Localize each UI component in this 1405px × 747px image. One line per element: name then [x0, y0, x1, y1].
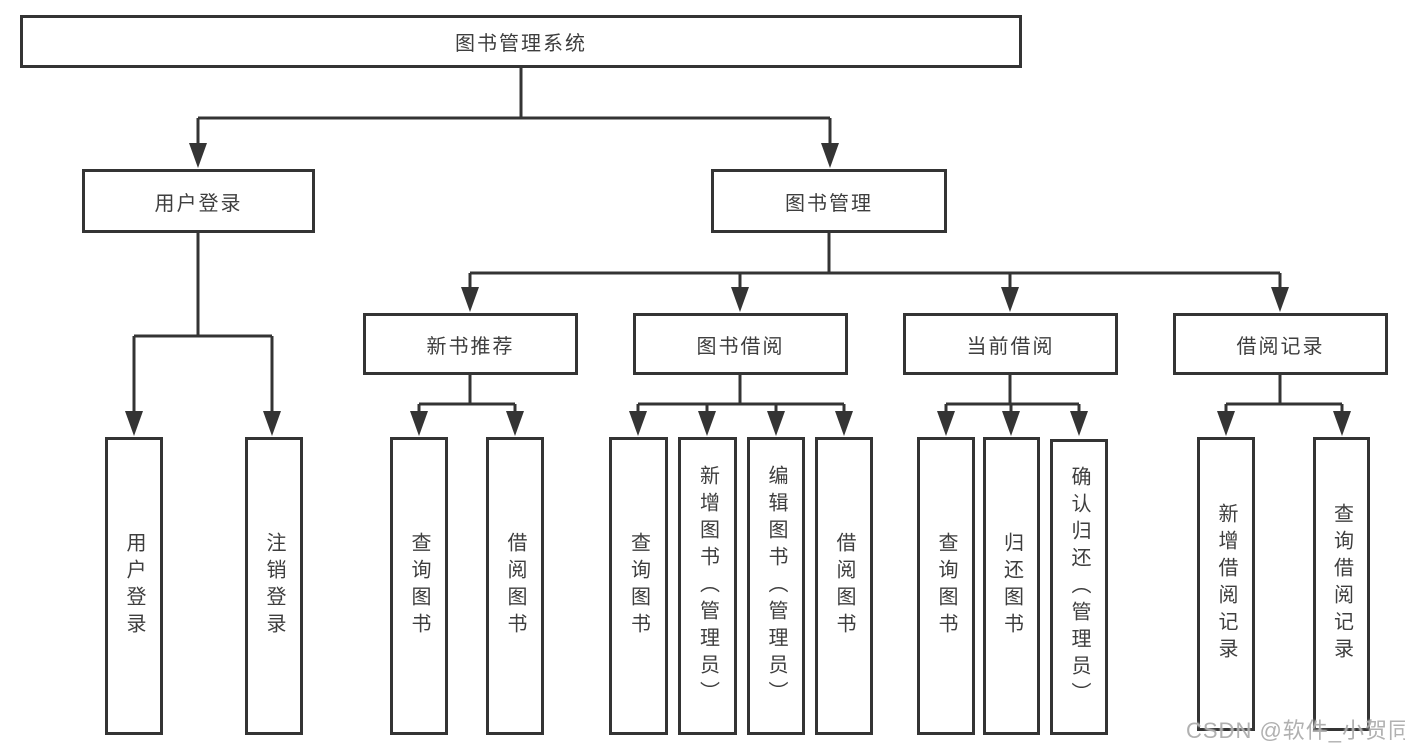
- leaf-query-books-borrow: 查询图书: [609, 437, 668, 735]
- connector-root: [196, 68, 832, 146]
- leaf-add-book-admin: 新增图书（管理员）: [678, 437, 737, 735]
- connector-current-borrow: [944, 375, 1081, 414]
- node-current-borrow: 当前借阅: [903, 313, 1118, 375]
- leaf-query-borrow-record: 查询借阅记录: [1313, 437, 1370, 731]
- connector-book-management: [468, 233, 1282, 290]
- node-book-management: 图书管理: [711, 169, 947, 233]
- watermark: CSDN @软件_小贺同学: [1186, 718, 1405, 743]
- leaf-borrow-books: 借阅图书: [815, 437, 873, 735]
- leaf-return-book: 归还图书: [983, 437, 1040, 735]
- arrowheads: [125, 143, 1351, 436]
- connector-user-login: [132, 233, 274, 414]
- leaf-confirm-return-admin: 确认归还（管理员）: [1050, 439, 1108, 735]
- leaf-query-books-recommend: 查询图书: [390, 437, 448, 735]
- connector-borrow-records: [1224, 375, 1344, 414]
- leaf-edit-book-admin: 编辑图书（管理员）: [747, 437, 805, 735]
- node-new-book-recommend: 新书推荐: [363, 313, 578, 375]
- node-borrow-records: 借阅记录: [1173, 313, 1388, 375]
- leaf-add-borrow-record: 新增借阅记录: [1197, 437, 1255, 731]
- node-library-system: 图书管理系统: [20, 15, 1022, 68]
- leaf-logout: 注销登录: [245, 437, 303, 735]
- node-book-borrow: 图书借阅: [633, 313, 848, 375]
- connector-book-borrow: [636, 375, 846, 414]
- connector-new-book-recommend: [417, 375, 517, 414]
- leaf-borrow-books-recommend: 借阅图书: [486, 437, 544, 735]
- leaf-user-login: 用户登录: [105, 437, 163, 735]
- node-user-login: 用户登录: [82, 169, 315, 233]
- leaf-query-books-current: 查询图书: [917, 437, 975, 735]
